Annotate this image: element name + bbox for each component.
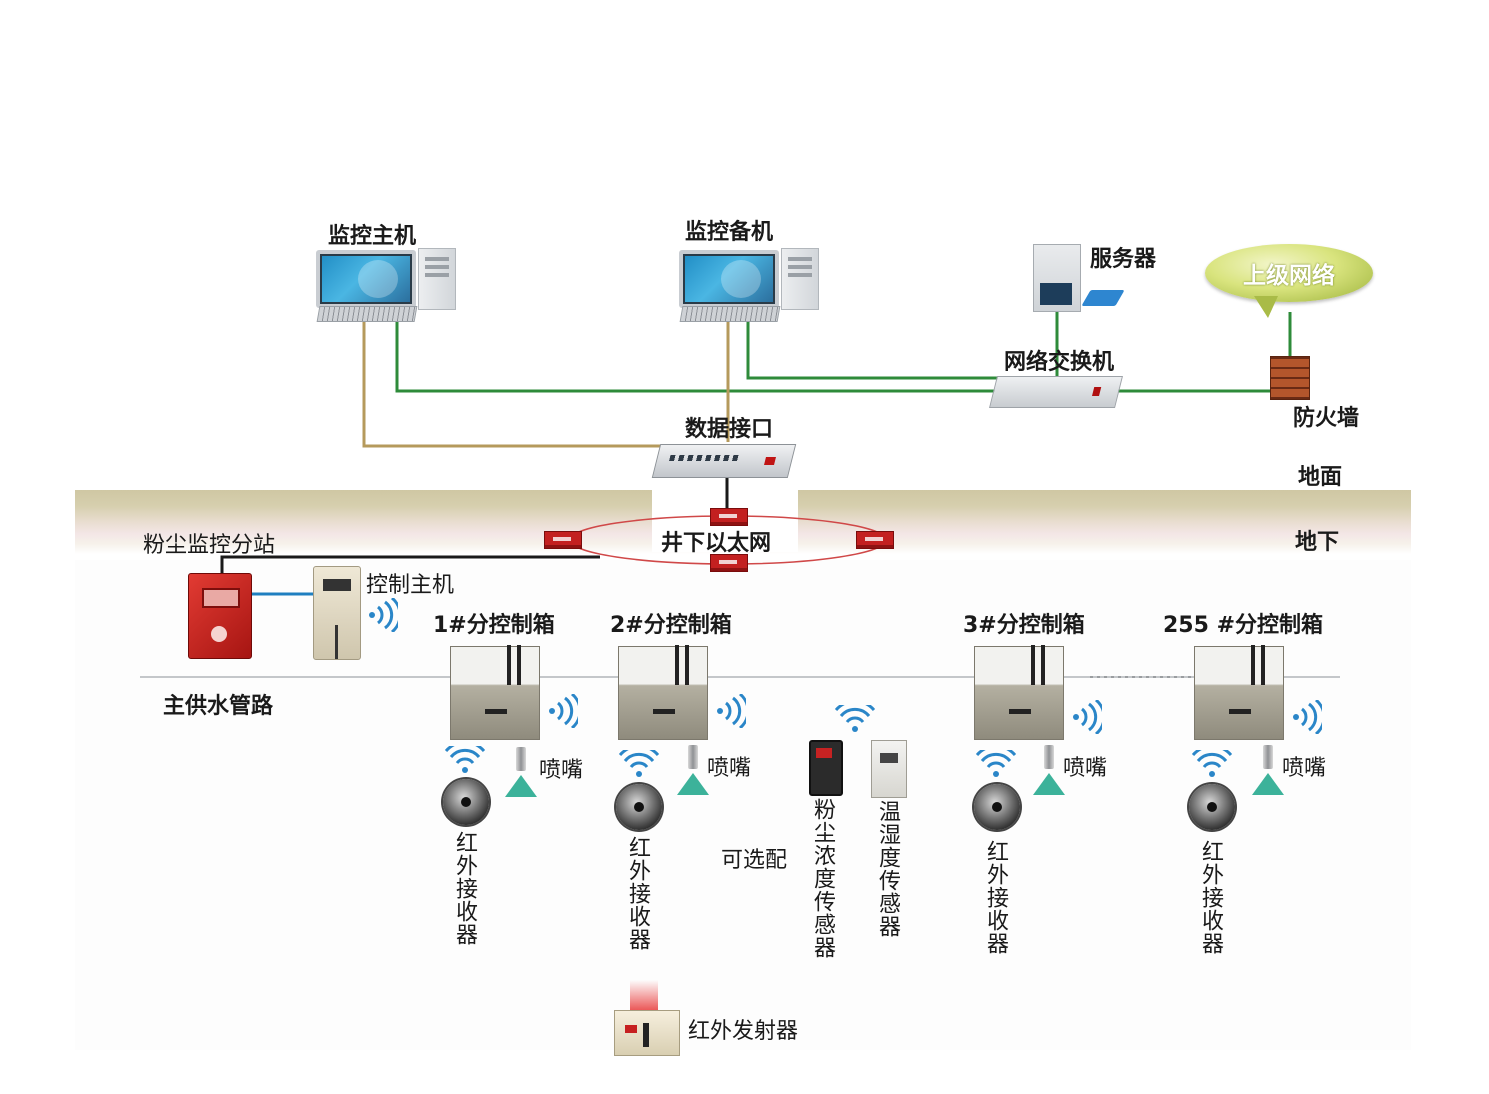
nozzle-1-label: 喷嘴 — [539, 758, 584, 783]
nozzle-3-label: 喷嘴 — [1063, 756, 1108, 781]
ring-node-left-icon[interactable] — [544, 531, 582, 549]
underground-ethernet-label: 井下以太网 — [661, 531, 772, 556]
dust-concentration-sensor-icon[interactable] — [809, 740, 843, 796]
box255-label: 255 #分控制箱 — [1163, 613, 1324, 638]
nozzle-1-icon[interactable] — [516, 747, 526, 771]
nozzle-3-icon[interactable] — [1044, 745, 1054, 769]
nozzle-2-spray — [677, 773, 709, 795]
monitor-backup-label: 监控备机 — [685, 220, 774, 245]
control-box-255-icon[interactable] — [1194, 645, 1284, 740]
humidity-sensor-label: 温湿度传感器 — [875, 800, 900, 938]
control-host-label: 控制主机 — [366, 573, 455, 598]
lan-line-backup — [746, 322, 1000, 380]
infrared-receiver-1-icon[interactable] — [443, 779, 489, 825]
data-interface-icon[interactable] — [651, 444, 797, 478]
ring-node-top-icon[interactable] — [710, 508, 748, 526]
nozzle-2-label: 喷嘴 — [707, 756, 752, 781]
infrared-receiver-1-label: 红外接收器 — [452, 831, 477, 946]
upper-network-cloud-icon[interactable] — [1205, 244, 1373, 302]
control-box-3-icon[interactable] — [974, 645, 1064, 740]
ground-label: 地面 — [1298, 465, 1343, 490]
infrared-beam — [630, 980, 658, 1010]
serial-line-host — [362, 322, 660, 448]
control-host-icon[interactable] — [313, 566, 361, 660]
network-switch-icon[interactable] — [989, 376, 1123, 408]
nozzle-2-icon[interactable] — [688, 745, 698, 769]
main-pipe-label: 主供水管路 — [163, 694, 274, 719]
firewall-icon[interactable] — [1270, 356, 1310, 400]
monitor-host-label: 监控主机 — [328, 224, 417, 249]
sensor-wifi-icon — [835, 705, 875, 732]
underground-label: 地下 — [1295, 530, 1340, 555]
receiver255-wifi-icon — [1192, 750, 1232, 777]
infrared-emitter-label: 红外发射器 — [688, 1019, 799, 1044]
box2-wifi-icon — [717, 694, 746, 728]
optional-label: 可选配 — [721, 848, 788, 873]
infrared-receiver-255-label: 红外接收器 — [1198, 840, 1223, 955]
firewall-label: 防火墙 — [1293, 406, 1360, 431]
box1-label: 1#分控制箱 — [433, 613, 555, 638]
dust-sensor-label: 粉尘浓度传感器 — [810, 798, 835, 959]
control-box-1-icon[interactable] — [450, 645, 540, 740]
control-box-2-icon[interactable] — [618, 645, 708, 740]
dust-station-label: 粉尘监控分站 — [143, 533, 276, 558]
nozzle-3-spray — [1033, 773, 1065, 795]
box3-wifi-icon — [1073, 700, 1102, 734]
monitor-host-computer-icon[interactable] — [316, 248, 462, 324]
infrared-receiver-255-icon[interactable] — [1189, 784, 1235, 830]
underground-area — [75, 560, 1411, 1050]
server-label: 服务器 — [1090, 247, 1157, 272]
receiver3-wifi-icon — [976, 750, 1016, 777]
infrared-receiver-3-icon[interactable] — [974, 784, 1020, 830]
station-feed-line — [220, 555, 600, 573]
infrared-receiver-2-label: 红外接收器 — [625, 836, 650, 951]
upper-network-label: 上级网络 — [1243, 263, 1335, 289]
control-host-wifi-icon — [369, 598, 398, 632]
receiver2-wifi-icon — [619, 750, 659, 777]
server-icon[interactable] — [1033, 244, 1081, 312]
nozzle-255-label: 喷嘴 — [1282, 756, 1327, 781]
nozzle-1-spray — [505, 775, 537, 797]
nozzle-255-icon[interactable] — [1263, 745, 1273, 769]
infrared-emitter-icon[interactable] — [614, 1010, 680, 1056]
box1-wifi-icon — [549, 694, 578, 728]
network-switch-label: 网络交换机 — [1004, 350, 1115, 375]
box3-label: 3#分控制箱 — [963, 613, 1085, 638]
lan-line-host — [395, 322, 1270, 393]
box255-wifi-icon — [1293, 700, 1322, 734]
receiver1-wifi-icon — [445, 746, 485, 773]
box2-label: 2#分控制箱 — [610, 613, 732, 638]
dust-station-icon[interactable] — [188, 573, 252, 659]
monitor-backup-computer-icon[interactable] — [679, 248, 825, 324]
ring-node-bottom-icon[interactable] — [710, 554, 748, 572]
infrared-receiver-3-label: 红外接收器 — [983, 840, 1008, 955]
humidity-sensor-icon[interactable] — [871, 740, 907, 798]
nozzle-255-spray — [1252, 773, 1284, 795]
infrared-receiver-2-icon[interactable] — [616, 784, 662, 830]
ring-node-right-icon[interactable] — [856, 531, 894, 549]
cloud-tail — [1254, 296, 1278, 318]
data-interface-label: 数据接口 — [685, 417, 774, 442]
